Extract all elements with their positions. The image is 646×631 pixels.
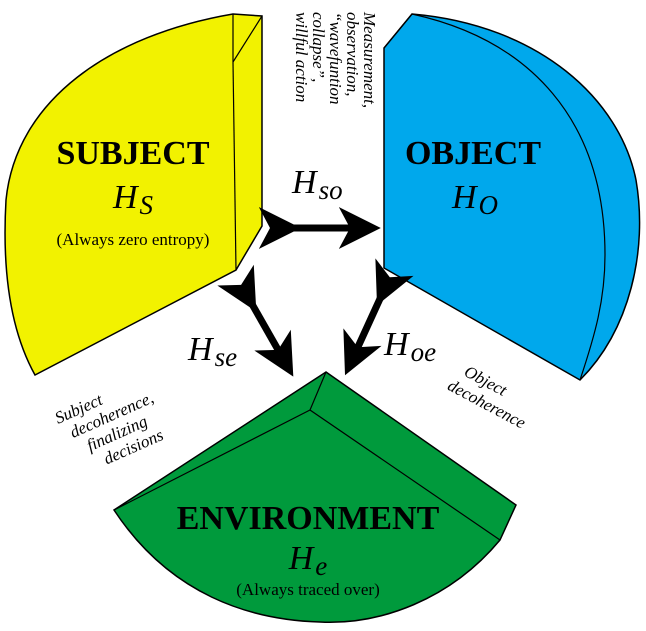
svg-text:“wavefuntion: “wavefuntion	[326, 12, 345, 105]
subject-title: SUBJECT	[56, 135, 209, 172]
environment-title: ENVIRONMENT	[177, 500, 440, 537]
object-hamiltonian: HO	[451, 179, 498, 220]
environment-hamiltonian: He	[288, 540, 328, 581]
interaction-oe-label: Hoe	[383, 326, 436, 367]
interaction-so-label: Hso	[291, 164, 343, 205]
object-wedge	[383, 13, 641, 381]
subject-wedge	[4, 13, 263, 377]
object-decoherence-annotation: Object decoherence	[445, 362, 530, 433]
measurement-annotation: Measurement, observation, “wavefuntion c…	[292, 11, 379, 108]
arrow-object-environment	[343, 258, 414, 376]
svg-text:collapse”,: collapse”,	[309, 12, 328, 82]
subject-hamiltonian: HS	[112, 179, 154, 220]
arrow-subject-environment	[217, 264, 294, 377]
environment-note: (Always traced over)	[236, 580, 380, 599]
svg-text:observation,: observation,	[343, 12, 362, 97]
interaction-se-label: Hse	[187, 331, 237, 372]
subject-decoherence-annotation: Subject decoherence, finalizing decision…	[52, 388, 167, 468]
svg-text:Measurement,: Measurement,	[360, 11, 379, 108]
subject-note: (Always zero entropy)	[57, 230, 210, 249]
environment-wedge	[112, 371, 517, 623]
svg-text:willful action: willful action	[292, 12, 311, 102]
object-title: OBJECT	[405, 135, 541, 172]
